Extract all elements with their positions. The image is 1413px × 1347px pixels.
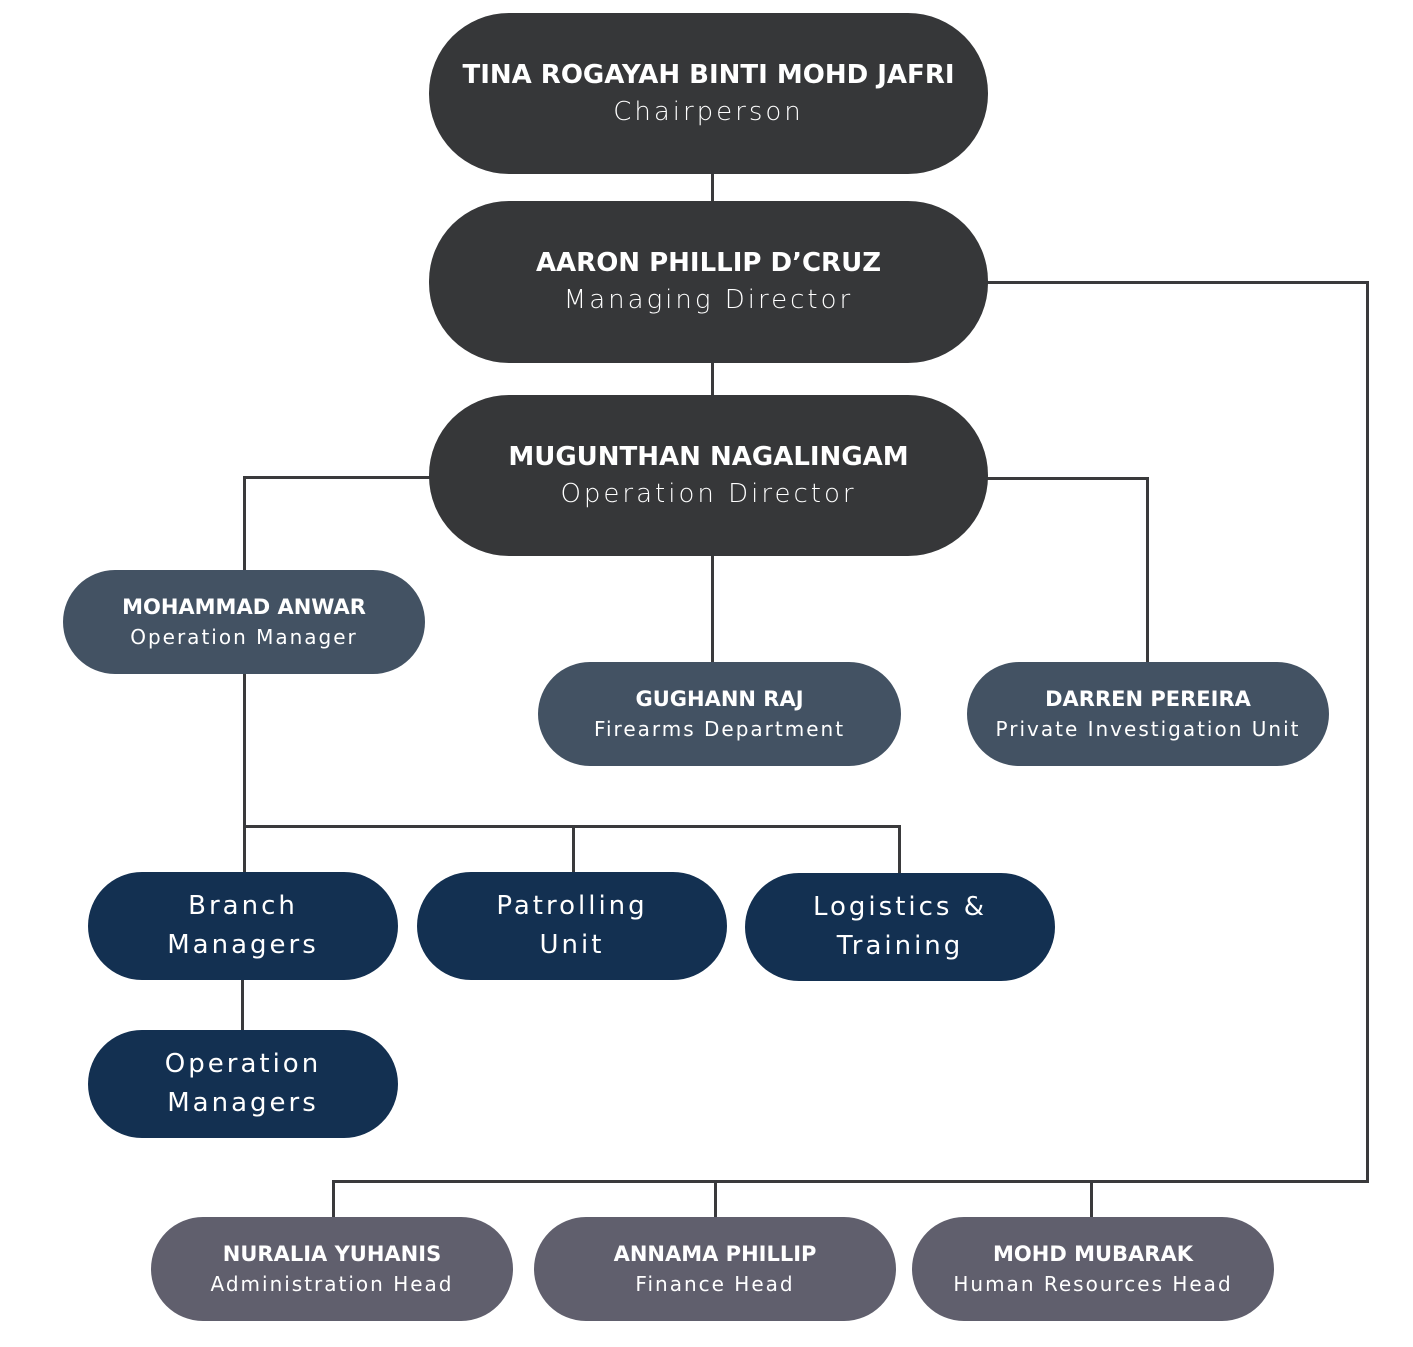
node-title: Operation Manager (130, 625, 358, 649)
node-label: Branch Managers (167, 891, 319, 960)
connector-md-right-horizontal (986, 281, 1369, 284)
node-finance-head: ANNAMA PHILLIP Finance Head (534, 1217, 896, 1321)
connector-chair-md (711, 172, 714, 202)
node-title: Private Investigation Unit (995, 717, 1301, 741)
node-title: Managing Director (563, 285, 854, 315)
node-chairperson: TINA ROGAYAH BINTI MOHD JAFRI Chairperso… (429, 13, 988, 174)
connector-to-finance (714, 1180, 717, 1218)
node-name: GUGHANN RAJ (635, 687, 804, 711)
node-label: Patrolling Unit (496, 891, 648, 960)
node-private-investigation: DARREN PEREIRA Private Investigation Uni… (967, 662, 1329, 766)
node-title: Finance Head (635, 1272, 795, 1296)
node-operation-manager: MOHAMMAD ANWAR Operation Manager (63, 570, 425, 674)
node-title: Firearms Department (593, 717, 846, 741)
connector-to-administration (332, 1180, 335, 1218)
connector-branch-operation (241, 978, 244, 1032)
connector-od-left-vertical (243, 476, 246, 572)
node-managing-director: AARON PHILLIP D’CRUZ Managing Director (429, 201, 988, 363)
node-title: Operation Director (560, 478, 857, 509)
node-title: Chairperson (613, 96, 804, 127)
node-branch-managers: Branch Managers (88, 872, 398, 980)
connector-od-firearms (711, 554, 714, 664)
node-name: NURALIA YUHANIS (222, 1242, 442, 1266)
node-name: ANNAMA PHILLIP (613, 1242, 817, 1266)
node-patrolling-unit: Patrolling Unit (417, 872, 727, 980)
node-name: AARON PHILLIP D’CRUZ (535, 248, 882, 278)
connector-support-bus (332, 1180, 1369, 1183)
node-name: MOHAMMAD ANWAR (122, 595, 366, 619)
connector-to-human-resources (1090, 1180, 1093, 1218)
node-logistics-training: Logistics & Training (745, 873, 1055, 981)
node-name: MUGUNTHAN NAGALINGAM (508, 441, 909, 472)
node-label: Operation Managers (164, 1049, 322, 1118)
node-operation-director: MUGUNTHAN NAGALINGAM Operation Director (429, 395, 988, 556)
connector-od-right-horizontal (986, 477, 1149, 480)
node-firearms-department: GUGHANN RAJ Firearms Department (538, 662, 901, 766)
node-name: MOHD MUBARAK (993, 1242, 1193, 1266)
node-title: Administration Head (210, 1272, 454, 1296)
connector-md-od (711, 361, 714, 397)
node-title: Human Resources Head (953, 1272, 1233, 1296)
node-human-resources-head: MOHD MUBARAK Human Resources Head (912, 1217, 1274, 1321)
node-name: DARREN PEREIRA (1045, 687, 1251, 711)
node-administration-head: NURALIA YUHANIS Administration Head (151, 1217, 513, 1321)
node-label: Logistics & Training (812, 892, 987, 961)
connector-od-left-horizontal (243, 476, 433, 479)
connector-md-right-vertical (1366, 281, 1369, 1183)
node-operation-managers: Operation Managers (88, 1030, 398, 1138)
connector-to-patrolling (572, 825, 575, 874)
connector-om-down (243, 673, 246, 874)
connector-to-logistics (898, 825, 901, 874)
node-name: TINA ROGAYAH BINTI MOHD JAFRI (462, 59, 955, 90)
connector-od-right-vertical (1146, 477, 1149, 664)
